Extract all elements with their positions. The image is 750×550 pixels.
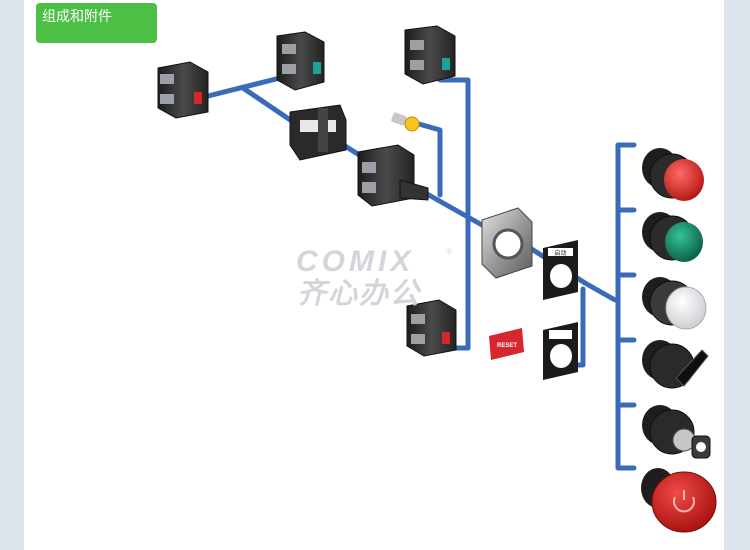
watermark-registered: ®: [446, 247, 452, 256]
watermark-chinese: 齐心办公: [297, 277, 422, 310]
led-bulb: [391, 112, 420, 132]
reset-label-text: RESET: [497, 343, 517, 349]
contact-block-red-bottom: [406, 299, 457, 357]
content-panel: [24, 0, 724, 550]
watermark: COMIX ® 齐心办公: [296, 245, 452, 310]
legend-plate-blank: [543, 322, 578, 380]
key-switch: [642, 405, 711, 459]
contact-block-teal-right: [404, 25, 456, 85]
selector-switch: [642, 340, 709, 389]
reset-label: RESET: [489, 328, 524, 360]
mounting-bracket: [289, 104, 347, 161]
white-illuminated-button: [642, 277, 707, 330]
green-flush-button: [642, 212, 703, 262]
legend-plate-text: 启动: [554, 249, 566, 257]
red-flush-button: [642, 148, 704, 201]
emergency-stop-mushroom: [641, 468, 717, 533]
contact-block-teal-top: [276, 31, 325, 91]
watermark-brand: COMIX: [296, 245, 414, 278]
contact-block-red: [157, 61, 209, 119]
legend-plate-chinese: 启动: [543, 240, 578, 300]
mounting-collar: [481, 207, 533, 279]
light-module: [357, 144, 429, 207]
section-title: 组成和附件: [36, 3, 157, 43]
